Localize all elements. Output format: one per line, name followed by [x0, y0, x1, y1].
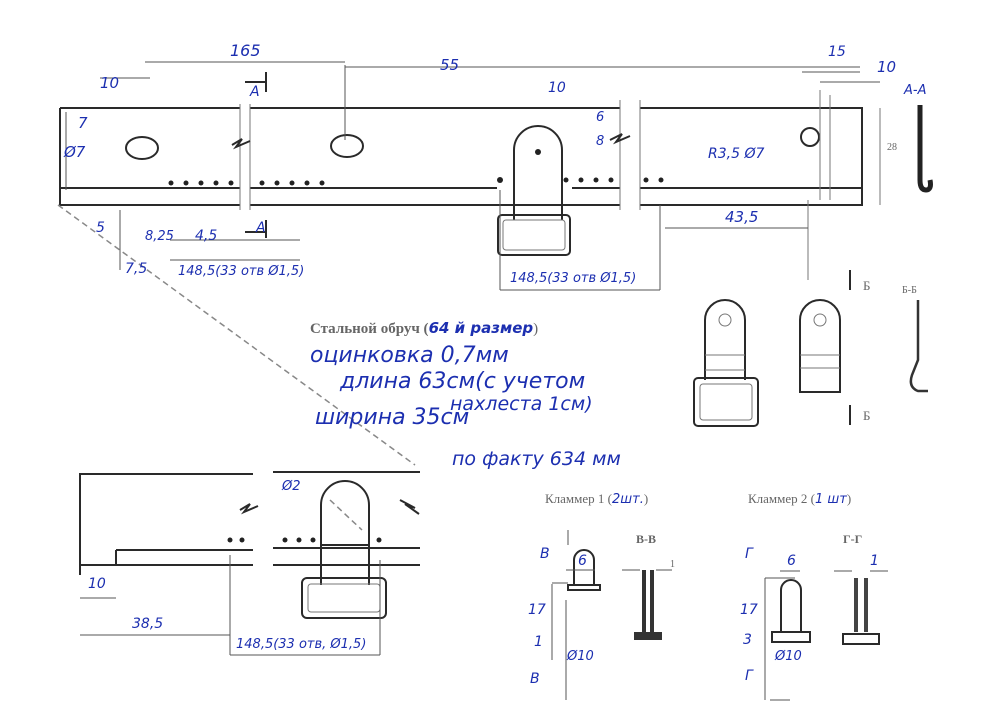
section-mark-b-top: Б	[863, 278, 870, 293]
clip-on-strip	[497, 125, 571, 256]
clip2-dim-17: 17	[740, 602, 758, 618]
notes: Стальной обруч (64 й размер) оцинковка 0…	[310, 319, 621, 470]
oval-hole-mid	[330, 134, 364, 158]
section-aa-label: А-А	[903, 83, 926, 98]
clip2-dim-1-sec: 1	[870, 553, 879, 569]
section-vv-label: В-В	[636, 532, 656, 546]
section-mark-b-bottom: Б	[863, 408, 870, 423]
section-mark-a-bottom: А	[255, 220, 266, 236]
clip2-dim-d10: Ø10	[774, 649, 802, 664]
dim-28: 28	[887, 142, 897, 153]
dim-7-5: 7,5	[125, 261, 147, 277]
clip1-dim-1: 1	[534, 634, 543, 650]
clip1-dim-1-sec: 1	[670, 559, 675, 570]
main-view-labels: 165 55 10 7 Ø7 5 7,5 8,25 4,5 148,5(33 о…	[63, 41, 926, 286]
dim-5: 5	[96, 220, 105, 236]
section-mark-a: А	[249, 84, 260, 100]
clip2-dim-6: 6	[787, 553, 796, 569]
section-mark-g: Г	[745, 546, 754, 562]
clip1-dim-6: 6	[578, 553, 587, 569]
dim-7-top: 7	[78, 114, 88, 132]
dim-43-5: 43,5	[725, 208, 758, 226]
clip1-dim-d10: Ø10	[566, 649, 594, 664]
clip-views-middle: Б Б Б-Б	[693, 270, 928, 427]
note-zinc: оцинковка 0,7мм	[310, 343, 509, 368]
dim-10-right: 10	[877, 58, 896, 76]
section-bb-label: Б-Б	[902, 285, 917, 296]
section-mark-v-bottom: В	[530, 671, 540, 687]
dim-55: 55	[440, 56, 459, 74]
holes-dim-right: 148,5(33 отв Ø1,5)	[510, 271, 636, 286]
dim-165: 165	[230, 41, 261, 60]
hoop-strip-top-view	[57, 61, 933, 466]
note-overlap: нахлеста 1см)	[450, 393, 593, 415]
dim-10-clip: 10	[548, 80, 566, 96]
detail-view: Ø2 10 38,5 148,5(33 отв, Ø1,5)	[79, 471, 420, 656]
dim-10-left: 10	[100, 74, 119, 92]
section-mark-g-bottom: Г	[745, 668, 754, 684]
dim-4-5: 4,5	[195, 228, 217, 244]
dim-8: 8	[596, 134, 604, 149]
clip-1: Кламмер 1 (2шт.) В В В-В 6 17 1 Ø10 1	[528, 491, 675, 700]
note-width: ширина 35см	[315, 405, 469, 430]
hole-label: R3,5 Ø7	[708, 146, 764, 162]
holes-dim: 148,5(33 отв, Ø1,5)	[236, 637, 366, 652]
round-hole	[800, 127, 820, 147]
hoop-title: Стальной обруч (64 й размер)	[310, 319, 538, 337]
holes-dim-left: 148,5(33 отв Ø1,5)	[178, 264, 304, 279]
clip2-dim-3: 3	[743, 632, 752, 648]
section-mark-v: В	[540, 546, 550, 562]
dim-10: 10	[88, 576, 106, 592]
dim-8-25: 8,25	[145, 229, 174, 244]
oval-hole-left	[125, 136, 159, 160]
section-gg-label: Г-Г	[843, 532, 862, 546]
clip-2: Кламмер 2 (1 шт) Г Г Г-Г 6 17 3 Ø10 1	[740, 491, 888, 701]
section-a-a-view	[917, 105, 933, 193]
note-actual: по факту 634 мм	[452, 448, 621, 470]
dim-38-5: 38,5	[132, 616, 163, 632]
dim-15: 15	[828, 44, 846, 60]
clip1-dim-17: 17	[528, 602, 546, 618]
clip2-title: Кламмер 2 (1 шт)	[748, 491, 851, 507]
rivet-holes	[168, 177, 664, 186]
dim-6: 6	[596, 110, 604, 125]
dim-d2: Ø2	[281, 479, 301, 494]
note-length: длина 63см(с учетом	[339, 369, 585, 394]
dim-d7: Ø7	[63, 143, 86, 161]
clip1-title: Кламмер 1 (2шт.)	[545, 491, 648, 507]
